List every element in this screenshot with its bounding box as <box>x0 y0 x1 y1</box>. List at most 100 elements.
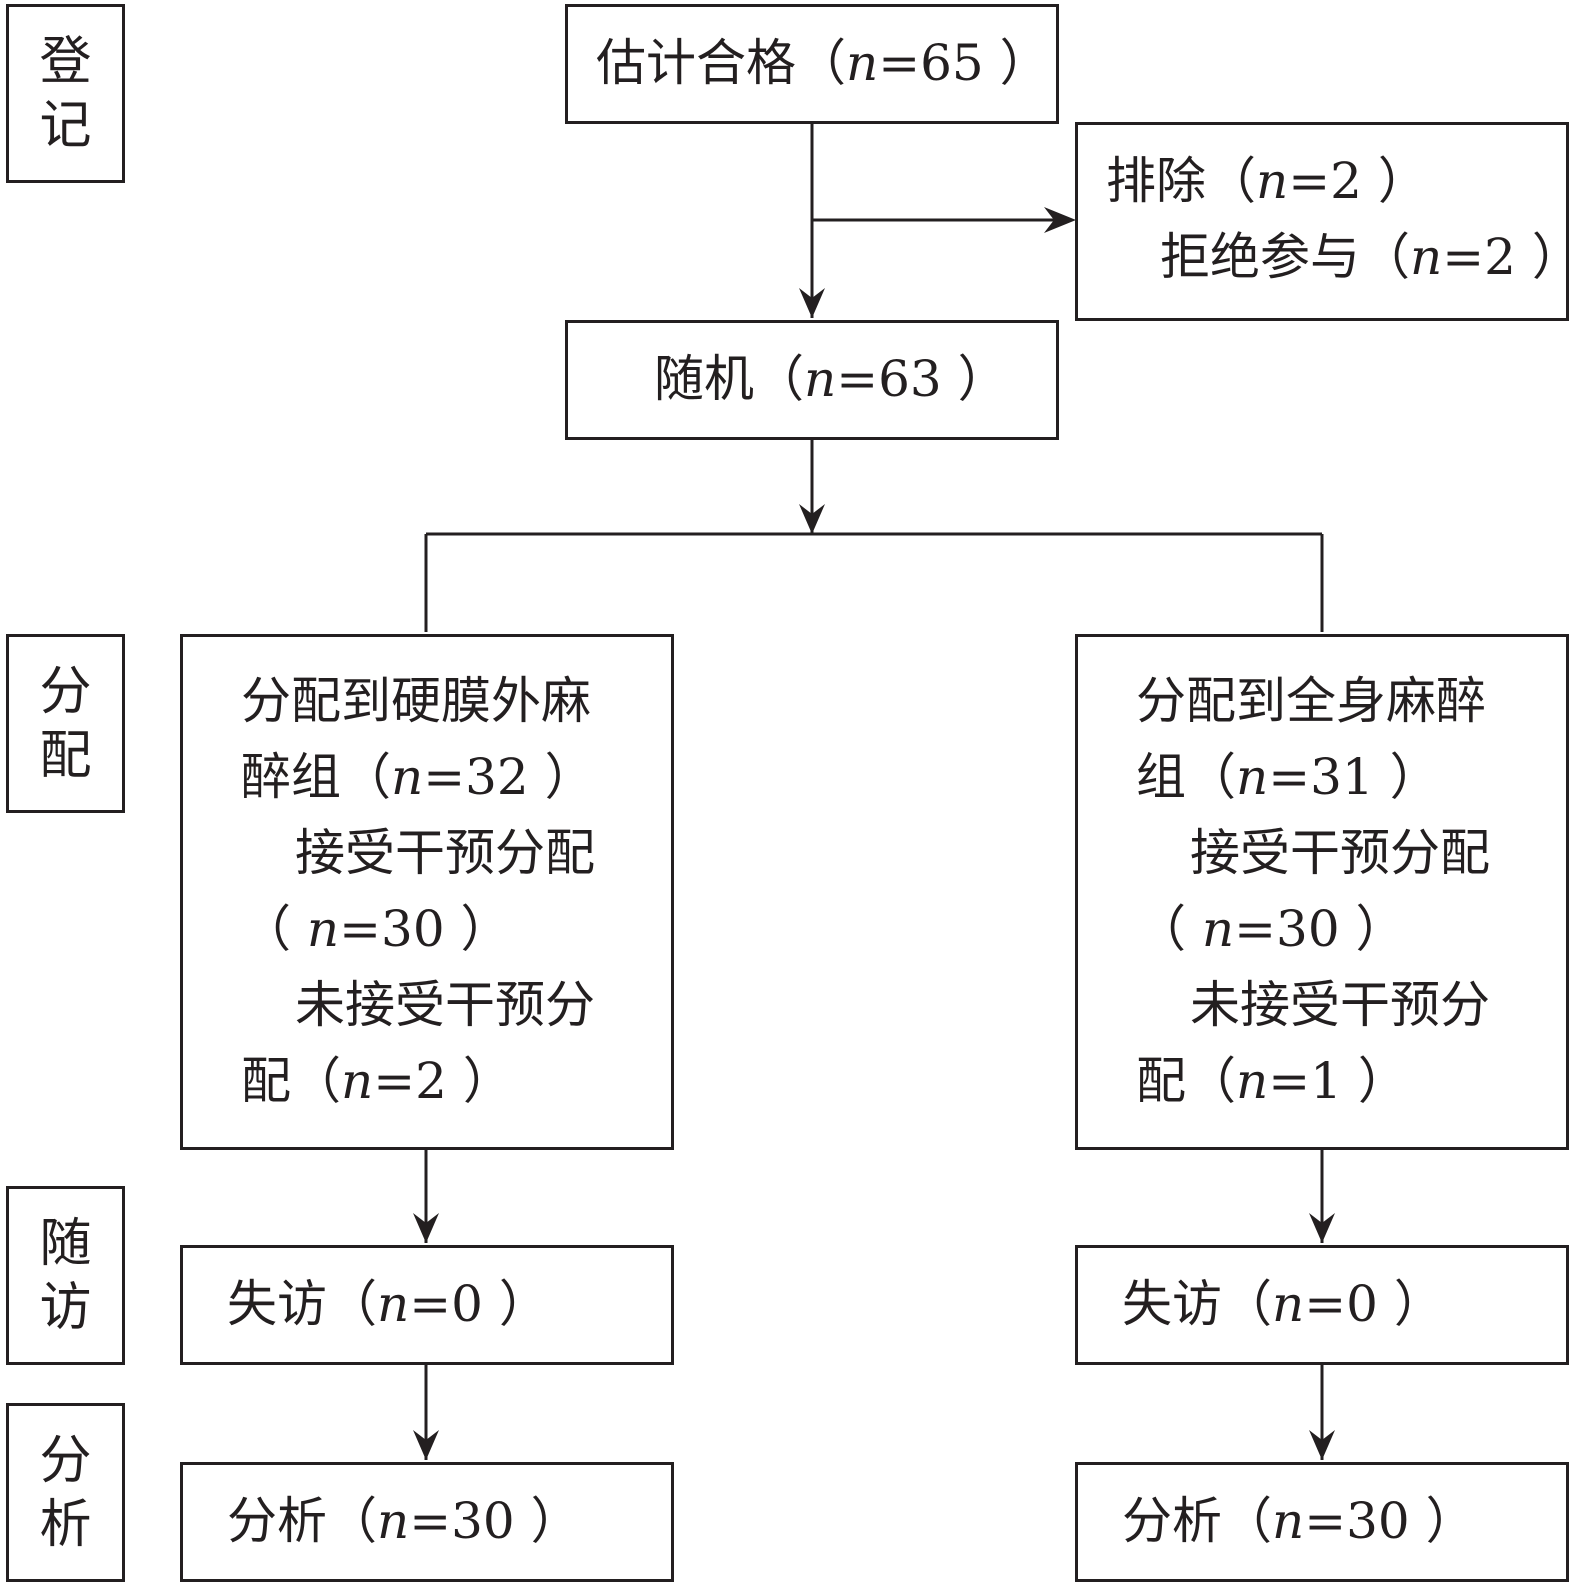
eligible-label: 估计合格（ <box>596 34 846 92</box>
left-lost-close: ） <box>482 1275 549 1333</box>
right-alloc-n-symbol: n <box>1236 748 1269 806</box>
left-received-eq: = <box>339 900 382 958</box>
right-lost-count: 0 <box>1346 1275 1378 1333</box>
left-alloc-n-symbol: n <box>391 748 424 806</box>
randomized-text: 随机（n=63 ） <box>654 341 1008 417</box>
stage-analysis-char1: 分 <box>39 1430 92 1491</box>
left-not-received-close: ） <box>446 1052 513 1110</box>
left-received-open: （ <box>241 900 307 958</box>
stage-enrollment: 登 记 <box>6 4 125 183</box>
excluded-n-symbol: n <box>1256 152 1289 210</box>
randomized-close: ） <box>941 350 1008 408</box>
right-received-open: （ <box>1136 900 1202 958</box>
left-alloc-count: 32 <box>465 748 529 806</box>
randomized-count: 63 <box>878 350 942 408</box>
left-analyzed-label: 分析（ <box>227 1492 377 1550</box>
left-lost-count: 0 <box>451 1275 483 1333</box>
left-received-label: 接受干预分配 <box>295 824 595 882</box>
right-analyzed-n-symbol: n <box>1272 1492 1305 1550</box>
left-lost-n-symbol: n <box>377 1275 410 1333</box>
stage-enrollment-char1: 登 <box>39 31 92 92</box>
stage-followup: 随 访 <box>6 1186 125 1365</box>
stage-allocation-char2: 配 <box>39 725 92 786</box>
left-analysis-text: 分析（n=30 ） <box>227 1483 581 1559</box>
eligible-close: ） <box>983 34 1050 92</box>
eligible-count: 65 <box>920 34 984 92</box>
left-not-received-line: 配（n=2 ） <box>241 1043 513 1119</box>
right-not-received-label2: 配（ <box>1136 1052 1236 1110</box>
right-alloc-close: ） <box>1373 748 1440 806</box>
right-not-received-count: 1 <box>1310 1052 1342 1110</box>
left-alloc-label2: 醉组（ <box>241 748 391 806</box>
eligible-eq: = <box>878 34 921 92</box>
right-lost-eq: = <box>1304 1275 1347 1333</box>
stage-allocation: 分 配 <box>6 634 125 813</box>
left-alloc-line2: 醉组（n=32 ） <box>241 739 595 815</box>
excluded-eq: = <box>1288 152 1331 210</box>
right-alloc-line2: 组（n=31 ） <box>1136 739 1440 815</box>
left-received-line: （ n=30 ） <box>241 891 511 967</box>
excluded-sub-count: 2 <box>1484 228 1516 286</box>
randomized-label: 随机（ <box>654 350 804 408</box>
left-analysis-box: 分析（n=30 ） <box>180 1462 674 1582</box>
left-analyzed-count: 30 <box>451 1492 515 1550</box>
excluded-sub-close: ） <box>1516 228 1575 286</box>
right-analyzed-close: ） <box>1409 1492 1476 1550</box>
left-followup-text: 失访（n=0 ） <box>227 1266 549 1342</box>
right-received-eq: = <box>1234 900 1277 958</box>
right-followup-box: 失访（n=0 ） <box>1075 1245 1569 1365</box>
eligible-text: 估计合格（n=65 ） <box>596 25 1050 101</box>
right-alloc-eq: = <box>1268 748 1311 806</box>
right-received-count: 30 <box>1276 900 1340 958</box>
randomized-box: 随机（n=63 ） <box>565 320 1059 440</box>
eligible-n-symbol: n <box>846 34 879 92</box>
right-analyzed-eq: = <box>1304 1492 1347 1550</box>
right-not-received-close: ） <box>1341 1052 1408 1110</box>
stage-analysis: 分 析 <box>6 1403 125 1582</box>
excluded-sub-eq: = <box>1442 228 1485 286</box>
excluded-sub-label: 拒绝参与（ <box>1160 228 1410 286</box>
left-alloc-line1: 分配到硬膜外麻 <box>241 672 591 730</box>
left-received-count: 30 <box>381 900 445 958</box>
left-lost-eq: = <box>409 1275 452 1333</box>
excluded-text: 排除（n=2 ） <box>1106 143 1428 219</box>
left-not-received-count: 2 <box>415 1052 447 1110</box>
right-alloc-count: 31 <box>1310 748 1374 806</box>
left-not-received-label2: 配（ <box>241 1052 341 1110</box>
right-received-line: （ n=30 ） <box>1136 891 1406 967</box>
left-not-received-n-symbol: n <box>341 1052 374 1110</box>
stage-followup-char1: 随 <box>39 1213 92 1274</box>
right-lost-close: ） <box>1377 1275 1444 1333</box>
excluded-count: 2 <box>1330 152 1362 210</box>
left-analyzed-eq: = <box>409 1492 452 1550</box>
left-analyzed-n-symbol: n <box>377 1492 410 1550</box>
right-analysis-text: 分析（n=30 ） <box>1122 1483 1476 1559</box>
right-analyzed-count: 30 <box>1346 1492 1410 1550</box>
excluded-label: 排除（ <box>1106 152 1256 210</box>
right-not-received-line: 配（n=1 ） <box>1136 1043 1408 1119</box>
left-analyzed-close: ） <box>514 1492 581 1550</box>
left-not-received-eq: = <box>373 1052 416 1110</box>
right-not-received-label1: 未接受干预分 <box>1190 976 1490 1034</box>
stage-followup-char2: 访 <box>39 1277 92 1338</box>
left-received-close: ） <box>444 900 511 958</box>
left-allocation-box: 分配到硬膜外麻 醉组（n=32 ） 接受干预分配 （ n=30 ） 未接受干预分… <box>180 634 674 1150</box>
right-not-received-n-symbol: n <box>1236 1052 1269 1110</box>
right-lost-label: 失访（ <box>1122 1275 1272 1333</box>
right-not-received-eq: = <box>1268 1052 1311 1110</box>
right-analysis-box: 分析（n=30 ） <box>1075 1462 1569 1582</box>
left-not-received-label1: 未接受干预分 <box>295 976 595 1034</box>
excluded-sub-text: 拒绝参与（n=2 ） <box>1160 219 1575 295</box>
eligible-box: 估计合格（n=65 ） <box>565 4 1059 124</box>
right-allocation-box: 分配到全身麻醉 组（n=31 ） 接受干预分配 （ n=30 ） 未接受干预分 … <box>1075 634 1569 1150</box>
right-alloc-line1: 分配到全身麻醉 <box>1136 672 1486 730</box>
left-lost-label: 失访（ <box>227 1275 377 1333</box>
right-analyzed-label: 分析（ <box>1122 1492 1272 1550</box>
right-alloc-label2: 组（ <box>1136 748 1236 806</box>
right-followup-text: 失访（n=0 ） <box>1122 1266 1444 1342</box>
stage-allocation-char1: 分 <box>39 661 92 722</box>
excluded-close: ） <box>1361 152 1428 210</box>
randomized-n-symbol: n <box>804 350 837 408</box>
left-followup-box: 失访（n=0 ） <box>180 1245 674 1365</box>
